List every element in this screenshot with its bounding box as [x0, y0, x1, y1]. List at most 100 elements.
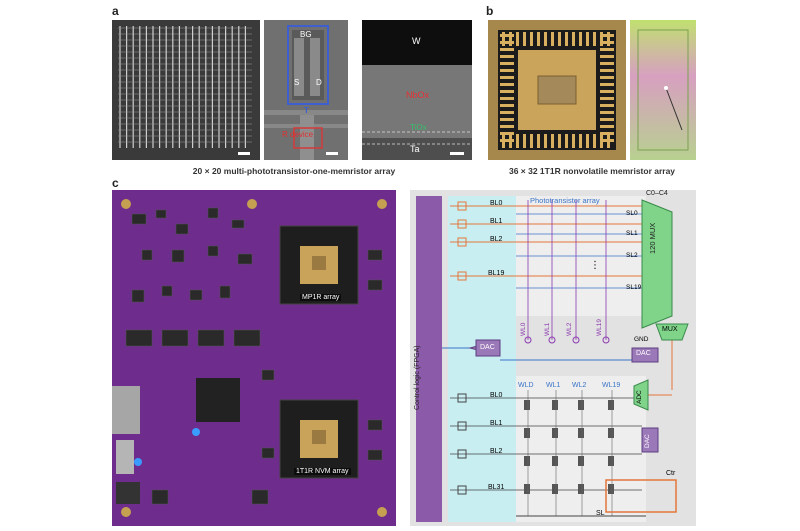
pcb-component	[161, 329, 189, 347]
chip-pin	[500, 111, 514, 114]
sl-1: SL1	[626, 230, 638, 237]
chip-pin	[600, 125, 614, 128]
dac-left: DAC	[480, 344, 495, 351]
pcb-component	[125, 329, 153, 347]
chip-pin	[600, 83, 614, 86]
chip-pin	[593, 32, 596, 46]
memristor-cell	[578, 456, 584, 466]
wl-v-1: WL1	[544, 322, 551, 336]
wl-b-2: WL2	[572, 382, 587, 389]
bitline-switch	[457, 219, 467, 229]
memristor-cell	[552, 484, 558, 494]
chip-pin	[579, 134, 582, 148]
chip-pin	[516, 32, 519, 46]
pcb-component	[189, 289, 203, 301]
chip-pin	[593, 134, 596, 148]
pcb-component	[367, 449, 383, 461]
memristor-cell	[524, 484, 530, 494]
chip-pin	[600, 55, 614, 58]
chip-pin	[600, 104, 614, 107]
pcb-component	[219, 285, 231, 299]
pcb-component	[261, 447, 275, 459]
sl-bottom-label: SL	[596, 510, 605, 517]
memristor-cell	[552, 428, 558, 438]
sl-0: SL0	[626, 210, 638, 217]
label-nvm-array: 1T1R NVM array	[294, 468, 351, 475]
pcb-component	[367, 249, 383, 261]
chip-pin	[600, 139, 614, 142]
bitline-switch	[457, 201, 467, 211]
memristor-cell	[552, 400, 558, 410]
mounting-hole	[121, 507, 131, 517]
mounting-hole	[377, 199, 387, 209]
adc-label: ADC	[636, 390, 643, 404]
panel-label-a: a	[112, 4, 119, 18]
top-bl-1: BL1	[490, 218, 503, 225]
pcb-component	[367, 419, 383, 431]
memristor-cell	[608, 484, 614, 494]
cross-section-micrograph: W NbOx TiOx Ta	[362, 20, 472, 160]
pcb-component	[161, 285, 173, 297]
chip-pin	[600, 111, 614, 114]
chip-pin	[558, 32, 561, 46]
pcb-component	[367, 279, 383, 291]
bot-bl-0: BL0	[490, 392, 503, 399]
pcb-component	[131, 213, 147, 225]
chip-pin	[500, 55, 514, 58]
memristor-cell	[608, 428, 614, 438]
chip-pin	[537, 134, 540, 148]
chip-pin	[607, 32, 610, 46]
chip-pin	[500, 97, 514, 100]
memristor-cell	[524, 428, 530, 438]
caption-array-b: 36 × 32 1T1R nonvolatile memristor array	[508, 166, 676, 176]
chip-pin	[537, 32, 540, 46]
chip-pin	[500, 118, 514, 121]
ctr-label: Ctr	[666, 470, 676, 477]
chip-pin	[579, 32, 582, 46]
pcb-component	[237, 253, 253, 265]
label-ta: Ta	[410, 144, 420, 154]
label-mp1r-array: MP1R array	[300, 294, 342, 301]
memristor-cell	[524, 400, 530, 410]
sl-19: SL19	[626, 284, 642, 291]
chip-pin	[500, 34, 514, 37]
chip-pin	[565, 134, 568, 148]
word-line-node	[572, 336, 580, 344]
chip-pin	[523, 134, 526, 148]
memristor-cell	[578, 484, 584, 494]
bitline-switch	[457, 271, 467, 281]
chip-pin	[500, 90, 514, 93]
chip-pin	[600, 132, 614, 135]
memristor-cell	[578, 400, 584, 410]
chip-pin	[600, 97, 614, 100]
chip-pin	[551, 134, 554, 148]
label-tiox: TiOx	[410, 123, 427, 132]
memristor-cell	[608, 400, 614, 410]
chip-pin	[502, 32, 505, 46]
chip-pin	[500, 69, 514, 72]
dac-right: DAC	[636, 350, 651, 357]
label-w: W	[412, 36, 421, 46]
chip-pin	[516, 134, 519, 148]
top-bl-19: BL19	[488, 270, 505, 277]
pcb-component	[251, 489, 269, 505]
pcb-component	[231, 219, 245, 229]
label-r-device: R device	[282, 130, 314, 139]
wl-b-1: WL1	[546, 382, 561, 389]
pcb-component	[233, 329, 261, 347]
device-micrograph: BG S D T R device	[264, 20, 348, 160]
dac-bottom: DAC	[644, 434, 651, 448]
c-range-label: C0–C4	[646, 190, 668, 197]
pcb-component	[151, 489, 169, 505]
word-line-node	[548, 336, 556, 344]
memristor-cell	[608, 456, 614, 466]
chip-pin	[600, 118, 614, 121]
word-line-node	[524, 336, 532, 344]
pcb-component	[171, 249, 185, 263]
chip-pin	[500, 104, 514, 107]
small-mux-label: MUX	[662, 326, 678, 333]
chip-pin	[500, 41, 514, 44]
chip-pin	[500, 62, 514, 65]
mux-120-label: 120 MUX	[648, 222, 657, 254]
chip-pin	[544, 134, 547, 148]
